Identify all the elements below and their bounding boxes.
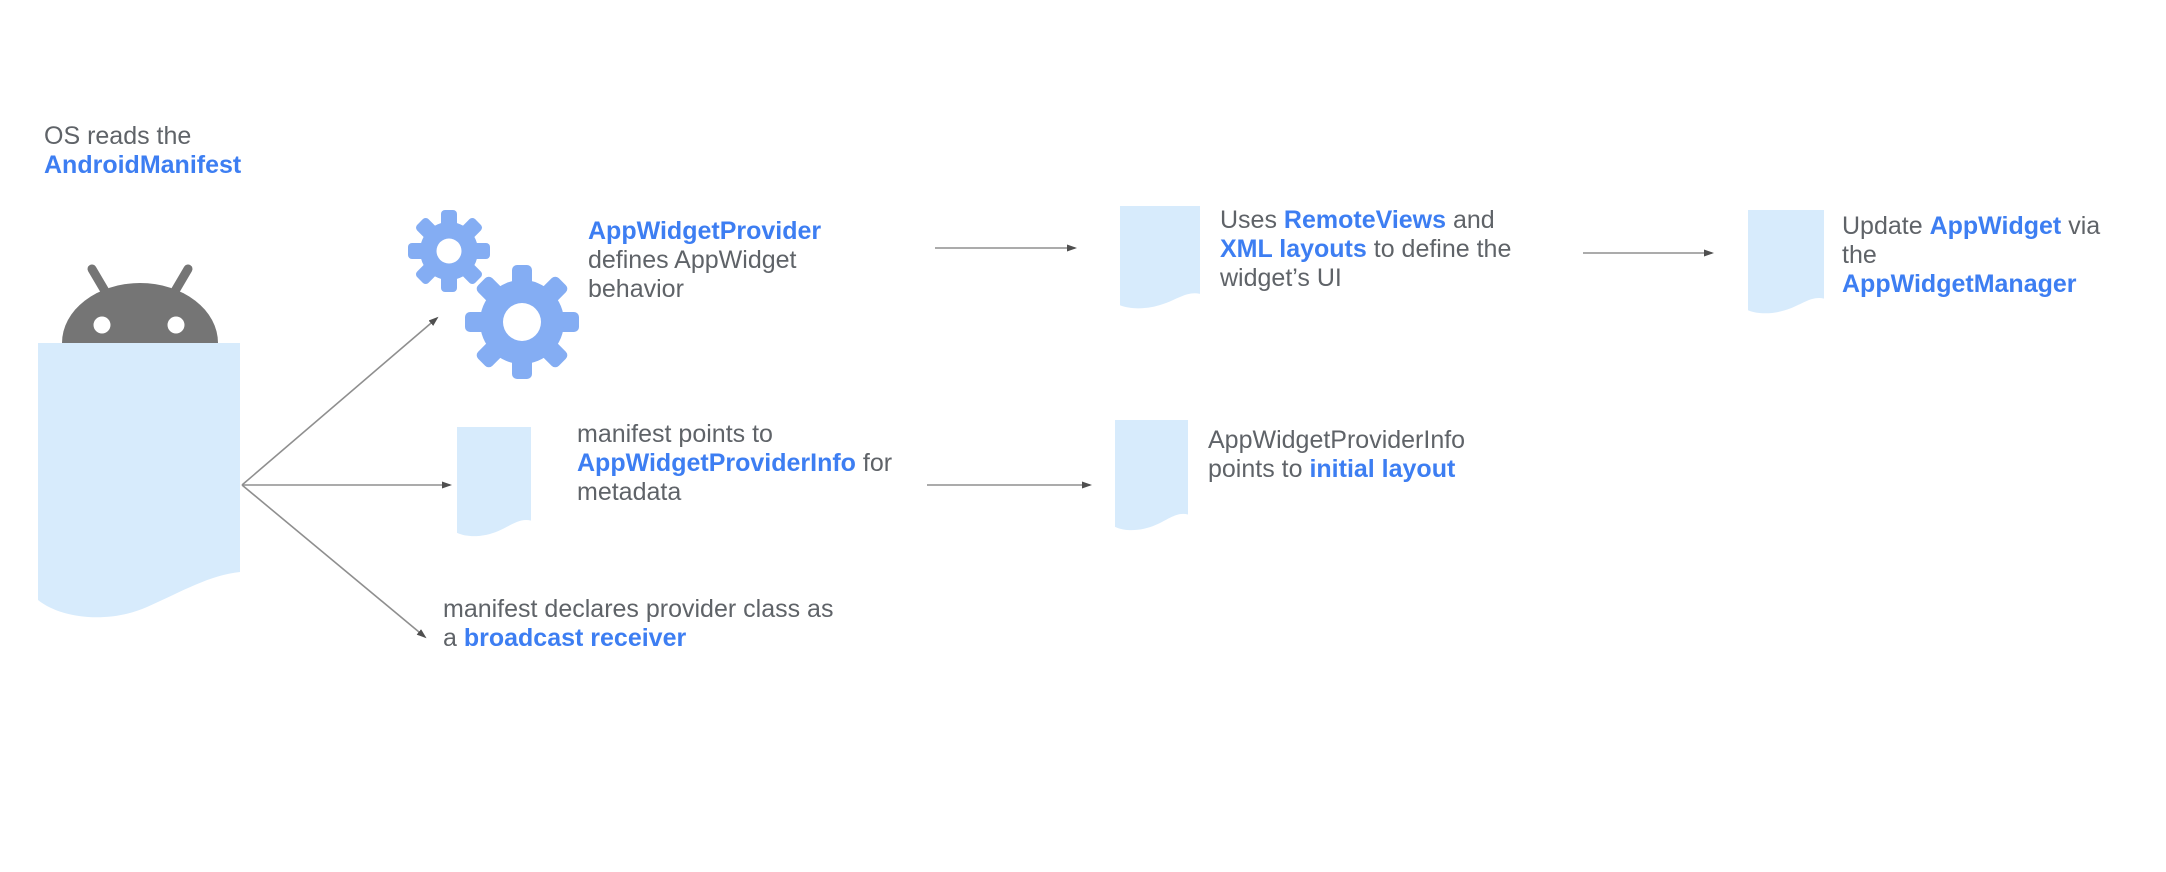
remoteviews-l1c: and: [1446, 206, 1495, 234]
document-icon-manifest-info: [457, 427, 531, 537]
manifest-info-l2b: for: [855, 449, 893, 477]
os-reads-text: OS reads the: [44, 122, 192, 150]
remoteviews-l2b: to define the: [1366, 235, 1512, 263]
xml-layouts-link[interactable]: XML layouts: [1220, 235, 1367, 263]
provider-line3: behavior: [588, 275, 684, 303]
manifest-info-l1: manifest points to: [577, 420, 773, 448]
os-reads-line: OS reads the: [44, 122, 241, 151]
broadcast-l2a: a: [443, 624, 464, 652]
document-icon-update: [1748, 210, 1824, 314]
broadcast-l1: manifest declares provider class as: [443, 595, 834, 623]
initial-layout-link[interactable]: initial layout: [1309, 455, 1456, 483]
providerinfo-l1: AppWidgetProviderInfo: [1208, 426, 1466, 454]
document-icon-initial-layout: [1115, 420, 1188, 531]
os-reads-manifest-label: OS reads the AndroidManifest: [44, 122, 241, 180]
appwidgetprovider-link[interactable]: AppWidgetProvider: [588, 217, 822, 245]
appwidgetmanager-link[interactable]: AppWidgetManager: [1842, 270, 2077, 298]
arrow-manifest-to-broadcast: [241, 484, 427, 639]
android-manifest-line: AndroidManifest: [44, 151, 241, 180]
manifest-document-icon: [38, 343, 240, 618]
providerinfo-l2a: points to: [1208, 455, 1310, 483]
gear-large: [465, 265, 579, 379]
document-icon-remoteviews: [1120, 206, 1200, 309]
manifest-info-l3: metadata: [577, 478, 682, 506]
appwidget-link[interactable]: AppWidget: [1929, 212, 2062, 240]
update-l1a: Update: [1842, 212, 1930, 240]
android-manifest-link[interactable]: AndroidManifest: [44, 151, 242, 179]
remoteviews-link[interactable]: RemoteViews: [1283, 206, 1447, 234]
manifest-info-label: manifest points to AppWidgetProviderInfo…: [577, 420, 892, 507]
broadcast-label: manifest declares provider class as a br…: [443, 595, 833, 653]
provider-line2: defines AppWidget: [588, 246, 797, 274]
android-robot-manifest-icon: [38, 264, 240, 618]
gear-small: [408, 210, 490, 292]
remoteviews-l1a: Uses: [1220, 206, 1284, 234]
update-label: Update AppWidget via the AppWidgetManage…: [1842, 212, 2100, 299]
broadcast-receiver-link[interactable]: broadcast receiver: [463, 624, 687, 652]
robot-eye-right: [167, 316, 185, 334]
robot-eye-left: [93, 316, 111, 334]
providerinfo-label: AppWidgetProviderInfo points to initial …: [1208, 426, 1465, 484]
update-l1c: via: [2061, 212, 2101, 240]
appwidgetproviderinfo-link[interactable]: AppWidgetProviderInfo: [577, 449, 856, 477]
update-l2: the: [1842, 241, 1877, 269]
provider-label: AppWidgetProvider defines AppWidget beha…: [588, 217, 821, 304]
gears-icon: [408, 210, 579, 379]
remoteviews-l3: widget’s UI: [1220, 264, 1342, 292]
android-robot-icon: [62, 283, 218, 343]
remoteviews-label: Uses RemoteViews and XML layouts to defi…: [1220, 206, 1511, 293]
